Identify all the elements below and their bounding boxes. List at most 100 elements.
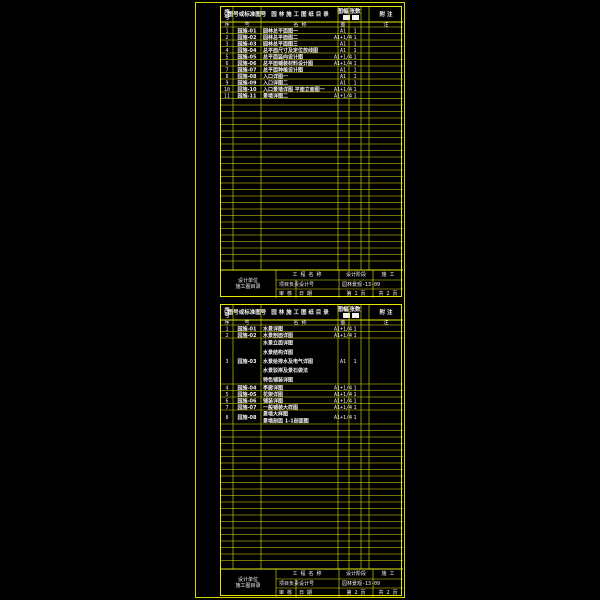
drawing-frame [195, 2, 405, 598]
row-count: 1 [353, 41, 356, 47]
subheader-size: 图 [340, 22, 345, 28]
row-name-line: 景墙剖面 1-1剖面图 [263, 418, 309, 425]
row-size: A1+1/4 [334, 326, 352, 332]
footer-company-sub: 施工图目录 [235, 582, 260, 589]
row-count: 1 [353, 415, 356, 421]
row-count: 1 [353, 392, 356, 398]
footer-project-label: 工 程 名 称 [292, 570, 321, 577]
footer-project-label: 工 程 名 称 [292, 271, 321, 278]
row-name: 入口详图二 [263, 79, 288, 86]
header-size: 图幅 [337, 7, 349, 15]
row-name: 花架详图 [263, 391, 283, 398]
footer-design-no-label: 设计号 [299, 580, 314, 587]
row-name: 总平面种植设计图 [263, 66, 303, 73]
footer-date: 日 期 [299, 291, 312, 297]
row-size: A1+1/4 [334, 54, 352, 60]
footer-review: 审 核 [279, 589, 292, 596]
subheader-name: 名 称 [293, 21, 306, 28]
header-remark: 附 注 [380, 308, 393, 316]
row-code: 园施-09 [237, 79, 257, 86]
row-size: A1 [340, 74, 346, 80]
header-count: 张数 [349, 7, 361, 15]
row-number: 3 [225, 41, 228, 47]
row-code: 园施-10 [237, 86, 257, 93]
row-count: 1 [353, 333, 356, 339]
row-number: 9 [225, 80, 228, 86]
header-count: 张数 [349, 305, 361, 313]
header-code: 图号或标准图号 [228, 10, 267, 18]
row-size: A1+1/4 [334, 392, 352, 398]
row-name: 水景剖面详图 [262, 332, 293, 339]
row-name-line: 特色铺装详图 [263, 376, 293, 383]
row-name: 铺装详图 [263, 397, 283, 404]
row-number: 11 [224, 93, 230, 99]
row-number: 3 [225, 359, 228, 365]
row-count: 1 [353, 385, 356, 391]
header-seq-2: 号 [224, 13, 230, 21]
row-number: 4 [225, 385, 228, 391]
row-name: 水景详图 [262, 325, 283, 332]
row-code: 园施-05 [237, 391, 257, 398]
row-code: 园施-07 [237, 66, 257, 73]
row-code: 园施-05 [237, 53, 257, 60]
row-size: A1 [340, 67, 346, 73]
row-size: A1+1/4 [334, 415, 352, 421]
row-count: 1 [353, 35, 356, 41]
row-name: 总平面铺装材料设计图 [263, 60, 313, 67]
footer-total: 共 2 页 [378, 589, 397, 596]
row-number: 7 [225, 405, 228, 411]
header-seq: 序 [223, 306, 230, 314]
row-count: 1 [353, 48, 356, 54]
header-title: 园 林 施 工 图 纸 目 录 [271, 10, 329, 18]
row-name-line: 水景给排水及电气详图 [262, 358, 313, 365]
row-count: 1 [353, 74, 356, 80]
row-count: 1 [353, 61, 356, 67]
row-number: 6 [225, 398, 228, 404]
subheader-remark: 注 [383, 319, 388, 326]
subheader-name: 名 称 [293, 319, 306, 326]
row-code: 园施-06 [237, 397, 257, 404]
row-count: 1 [353, 67, 356, 73]
footer-page: 第 2 页 [346, 589, 365, 596]
subheader-size: 图 [340, 320, 345, 326]
row-size: A1+1/4 [334, 61, 352, 67]
row-number: 6 [225, 61, 228, 67]
row-name: 亭廊详图 [263, 384, 283, 391]
header-seq-2: 号 [224, 311, 230, 319]
row-size: A1+1/4 [334, 398, 352, 404]
row-count: 1 [353, 405, 356, 411]
row-code: 园施-03 [237, 358, 257, 365]
row-name: 园林总平面图一 [263, 27, 298, 34]
footer-date: 日 期 [299, 590, 312, 596]
row-size: A1+1/4 [334, 93, 352, 99]
row-count: 1 [353, 93, 356, 99]
row-size: A1+1/4 [334, 35, 352, 41]
row-name-line: 水景结构详图 [262, 349, 293, 356]
subheader-code: 号 [244, 22, 249, 28]
header-size: 图幅 [337, 305, 349, 313]
row-number: 8 [225, 415, 228, 421]
row-code: 园施-01 [237, 325, 257, 332]
row-code: 园施-02 [237, 332, 257, 339]
row-size: A1 [340, 359, 346, 365]
row-name: 园林总平面图二 [263, 34, 298, 41]
row-number: 8 [225, 74, 228, 80]
footer-company-sub: 施工图目录 [235, 283, 260, 290]
footer-phase-value: 施 工 [381, 570, 394, 577]
row-number: 1 [225, 326, 228, 332]
row-size: A1+1/4 [334, 87, 352, 93]
subheader-seq: 序 [224, 21, 229, 28]
header-title: 园 林 施 工 图 纸 目 录 [271, 308, 329, 316]
row-code: 园施-07 [237, 404, 257, 411]
footer-phase-value: 施 工 [381, 271, 394, 278]
row-size: A1+1/4 [334, 385, 352, 391]
subheader-remark: 注 [383, 21, 388, 28]
row-name: 入口景墙详图 平面立面图一 [263, 86, 325, 93]
row-name-line: 水景驳岸及景石做法 [262, 367, 308, 374]
header-count-box [352, 15, 359, 20]
row-count: 1 [353, 80, 356, 86]
row-code: 园施-01 [237, 27, 257, 34]
row-size: A1 [340, 48, 346, 54]
header-remark: 附 注 [380, 10, 393, 18]
row-count: 1 [353, 359, 356, 365]
